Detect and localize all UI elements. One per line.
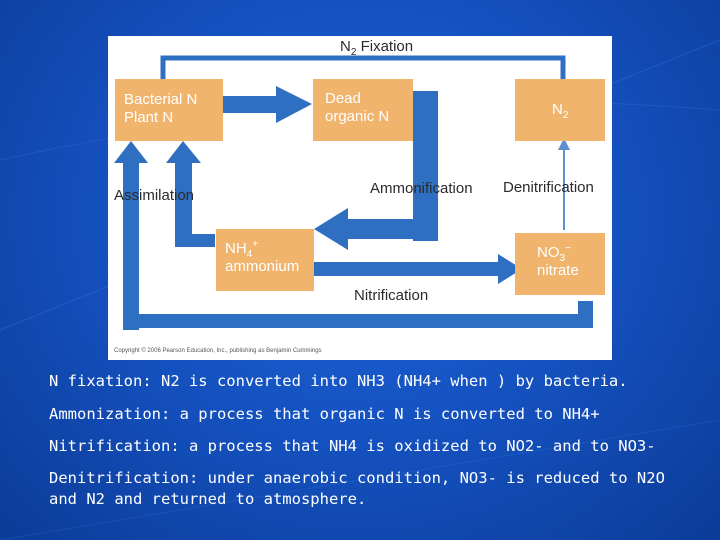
nitrogen-cycle-diagram: N2 Fixation Bacterial N Plant N Dead org… (108, 36, 612, 360)
nitrate-box: NO3− nitrate (515, 233, 605, 295)
ammonium-box: NH4+ ammonium (216, 229, 314, 291)
ammonification-label: Ammonification (370, 180, 473, 197)
copyright-text: Copyright © 2006 Pearson Education, Inc.… (114, 348, 322, 354)
assimilation-label: Assimilation (114, 187, 195, 204)
caption-denitrification: Denitrification: under anaerobic conditi… (49, 469, 665, 508)
nitrification-label: Nitrification (354, 287, 429, 304)
caption-nitrification: Nitrification: a process that NH4 is oxi… (49, 437, 656, 455)
bacterial-plant-n-box: Bacterial N Plant N (115, 79, 223, 141)
n2-box: N2 (515, 79, 605, 141)
caption-ammonization: Ammonization: a process that organic N i… (49, 405, 600, 423)
denitrification-label: Denitrification (503, 179, 594, 196)
dead-organic-n-box: Dead organic N (313, 79, 413, 141)
title-n2-fixation: N2 Fixation (340, 38, 414, 58)
caption-n-fixation: N fixation: N2 is converted into NH3 (NH… (49, 372, 628, 390)
cycle-arrows (114, 55, 593, 330)
